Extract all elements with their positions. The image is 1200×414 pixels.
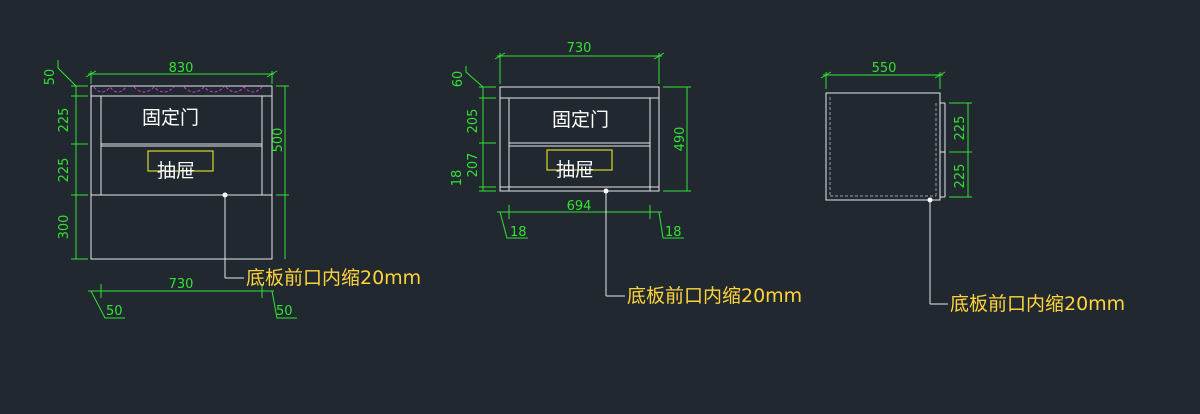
dim-left-4: 300 bbox=[57, 215, 72, 240]
dim-bottom-width: 730 bbox=[169, 277, 194, 292]
dim-height-total: 490 bbox=[673, 127, 688, 152]
dim-left-4: 18 bbox=[450, 170, 465, 187]
cabinet-outline bbox=[90, 85, 273, 260]
dim-left-2: 205 bbox=[466, 109, 481, 134]
dim-left-2: 225 bbox=[57, 108, 72, 133]
dim-inset-right: 18 bbox=[665, 225, 682, 240]
dimension-lines bbox=[465, 52, 691, 239]
dim-inset-left: 50 bbox=[106, 304, 123, 319]
view-side-550: 550 225 225 底板前口内缩20mm bbox=[820, 61, 1125, 315]
dim-left-3: 207 bbox=[466, 153, 481, 178]
dim-left-3: 225 bbox=[57, 158, 72, 183]
note-text: 底板前口内缩20mm bbox=[246, 267, 421, 289]
dim-top-width: 550 bbox=[872, 61, 897, 76]
note-anchor bbox=[603, 188, 609, 194]
dim-left-1: 50 bbox=[43, 69, 58, 86]
dim-top-width: 730 bbox=[567, 41, 592, 56]
dim-left-1: 60 bbox=[451, 71, 466, 88]
drawer-handle bbox=[147, 150, 214, 172]
note-anchor bbox=[222, 192, 228, 198]
drawer-handle bbox=[546, 149, 613, 171]
view-front-730: 固定门 抽屉 730 490 60 20 bbox=[450, 41, 802, 307]
dimension-lines bbox=[57, 60, 297, 319]
dim-top-width: 830 bbox=[169, 61, 194, 76]
dim-inset-right: 50 bbox=[276, 304, 293, 319]
note-anchor bbox=[927, 197, 933, 203]
dim-right-1: 225 bbox=[953, 116, 968, 141]
dim-right-2: 225 bbox=[953, 164, 968, 189]
decor-pattern bbox=[93, 86, 263, 93]
dim-height-total: 500 bbox=[271, 128, 286, 153]
dim-inset-left: 18 bbox=[510, 225, 527, 240]
hidden-lines bbox=[829, 97, 937, 197]
cabinet-outline bbox=[499, 86, 660, 192]
note-text: 底板前口内缩20mm bbox=[627, 285, 802, 307]
door-label: 固定门 bbox=[552, 109, 609, 131]
door-label: 固定门 bbox=[142, 107, 199, 129]
dimension-lines bbox=[820, 71, 972, 198]
view-front-830: 固定门 抽屉 830 500 50 22 bbox=[43, 60, 421, 319]
drawer-label: 抽屉 bbox=[157, 160, 195, 182]
cabinet-outline bbox=[825, 92, 946, 201]
note-text: 底板前口内缩20mm bbox=[950, 293, 1125, 315]
dim-bottom-width: 694 bbox=[567, 199, 592, 214]
drawer-label: 抽屉 bbox=[556, 159, 594, 181]
